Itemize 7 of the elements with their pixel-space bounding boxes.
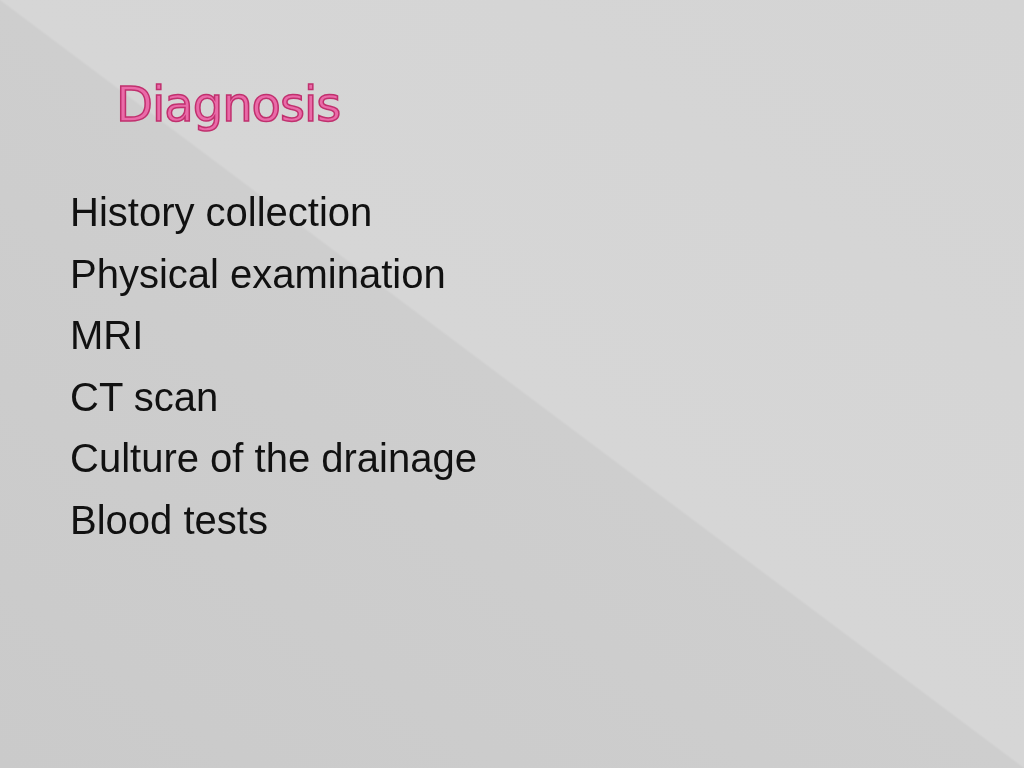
list-item: Physical examination: [70, 250, 446, 298]
list-item: MRI: [70, 312, 144, 359]
list-item: Culture of the drainage: [70, 435, 477, 482]
list-item: CT scan: [70, 373, 219, 421]
list-item: Blood tests: [70, 496, 268, 544]
slide-title: Diagnosis: [116, 76, 341, 132]
list-item: History collection: [70, 189, 373, 236]
